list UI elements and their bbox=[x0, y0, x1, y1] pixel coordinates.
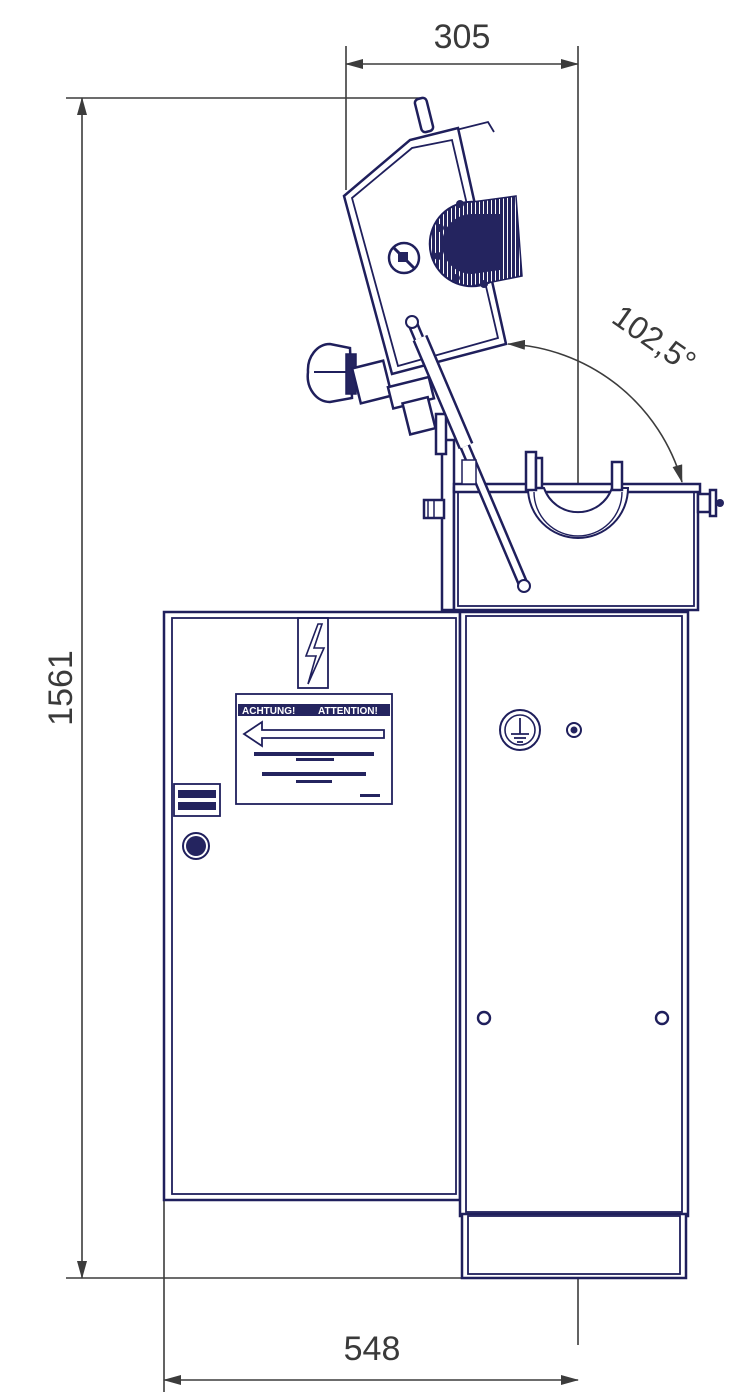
dimension-label-305: 305 bbox=[434, 18, 491, 56]
warning-symbol bbox=[387, 241, 421, 275]
dimension-label-1561: 1561 bbox=[42, 650, 80, 726]
bolt-right bbox=[654, 1010, 670, 1026]
ground-symbol bbox=[499, 709, 541, 751]
door-lock-knob bbox=[182, 832, 210, 860]
bolt-upper bbox=[566, 722, 582, 738]
warning-right-text: ATTENTION! bbox=[318, 706, 378, 717]
warning-plate: ACHTUNG! ATTENTION! bbox=[235, 693, 393, 805]
vise-table bbox=[422, 438, 724, 612]
blade-wheel bbox=[428, 195, 523, 288]
bolt-left bbox=[476, 1010, 492, 1026]
gas-spring bbox=[405, 315, 531, 593]
dimension-base-width: 548 bbox=[163, 1200, 579, 1392]
right-column bbox=[458, 610, 690, 1280]
dimension-label-angle: 102,5° bbox=[606, 298, 703, 381]
type-plate bbox=[173, 783, 221, 817]
high-voltage-sign bbox=[297, 617, 329, 689]
saw-head bbox=[306, 96, 531, 593]
dimension-label-548: 548 bbox=[344, 1330, 401, 1368]
dimension-total-height: 1561 bbox=[42, 97, 462, 1279]
motor bbox=[306, 342, 437, 436]
left-cabinet: ACHTUNG! ATTENTION! bbox=[162, 610, 462, 1202]
warning-left-text: ACHTUNG! bbox=[242, 706, 295, 717]
